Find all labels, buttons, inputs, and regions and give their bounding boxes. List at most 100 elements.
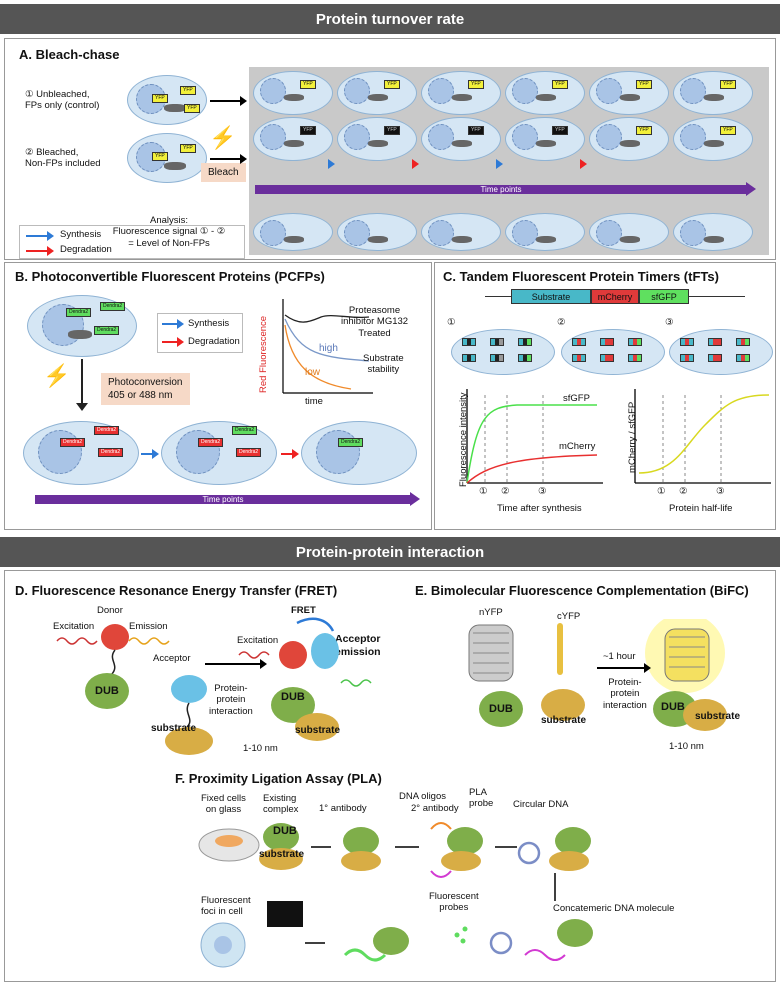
low-label: low bbox=[305, 367, 321, 378]
yfp-tag: YFP bbox=[720, 80, 736, 89]
excitation-wave bbox=[56, 637, 98, 645]
panel-c: C. Tandem Fluorescent Protein Timers (tF… bbox=[434, 262, 776, 530]
legend-synthesis: Synthesis bbox=[60, 229, 102, 240]
plot1-sfgfp-label: sfGFP bbox=[563, 393, 590, 404]
panel-a-title: A. Bleach-chase bbox=[19, 47, 120, 62]
nucleus bbox=[260, 220, 286, 246]
arrow bbox=[210, 96, 247, 106]
foci-label: Fluorescent foci in cell bbox=[201, 895, 251, 918]
tft-protein bbox=[708, 338, 722, 346]
time-points-bar: Time points bbox=[255, 182, 756, 196]
section-banner-interaction: Protein-protein interaction bbox=[0, 537, 780, 567]
plot1-ylabel-text: Fluorescence intensity bbox=[458, 392, 469, 487]
nucleus bbox=[176, 430, 220, 474]
protein-blob bbox=[536, 94, 556, 101]
tft-protein bbox=[628, 338, 642, 346]
nucleus bbox=[680, 220, 706, 246]
protein-blob bbox=[368, 94, 388, 101]
dendra2-tag: Dendra2 bbox=[60, 438, 86, 447]
cell-marker: ③ bbox=[665, 317, 674, 328]
secondary-antibody-label: 2° antibody bbox=[411, 803, 459, 814]
arrow bbox=[210, 154, 247, 164]
substrate2-label: substrate bbox=[695, 711, 741, 722]
protein-blob bbox=[620, 140, 640, 147]
emission-wave bbox=[340, 679, 372, 687]
complemented-yfp bbox=[664, 628, 710, 682]
bleach-label: Bleach bbox=[201, 163, 246, 182]
cell-marker: ② bbox=[557, 317, 566, 328]
time-point-cell: YFP bbox=[421, 117, 501, 161]
interaction-label: Protein- protein interaction bbox=[603, 677, 647, 711]
row2-label: ② Bleached, Non-FPs included bbox=[25, 147, 101, 170]
excitation-label: Excitation bbox=[53, 621, 95, 632]
cells-on-glass bbox=[215, 835, 243, 847]
time-points-label: Time points bbox=[480, 185, 522, 194]
protein-blob bbox=[164, 104, 186, 112]
decay-chart bbox=[282, 299, 373, 394]
time-point-cell: YFP bbox=[505, 117, 585, 161]
construct-mcherry: mCherry bbox=[591, 289, 639, 304]
circular-dna bbox=[517, 841, 541, 865]
protein-blob bbox=[368, 140, 388, 147]
time-point-cell bbox=[589, 213, 669, 251]
construct-substrate: Substrate bbox=[511, 289, 591, 304]
yfp-tag: YFP bbox=[152, 94, 168, 103]
tft-protein bbox=[736, 338, 750, 346]
circular-dna bbox=[489, 931, 513, 955]
fluorescent-probes-label: Fluorescent probes bbox=[429, 891, 479, 914]
tft-protein bbox=[462, 354, 476, 362]
dub-protein bbox=[373, 927, 409, 955]
tft-protein bbox=[572, 354, 586, 362]
protein-blob bbox=[452, 236, 472, 243]
dendra2-tag: Dendra2 bbox=[66, 308, 92, 317]
substrate-protein bbox=[341, 851, 381, 871]
tft-protein bbox=[490, 354, 504, 362]
down-arrow-head bbox=[76, 403, 88, 411]
yfp-tag: YFP bbox=[384, 126, 400, 135]
protein-blob bbox=[704, 94, 724, 101]
interaction-arrow bbox=[597, 663, 651, 673]
tft-protein bbox=[462, 338, 476, 346]
nyfp-label: nYFP bbox=[479, 607, 503, 618]
panel-d-title: D. Fluorescence Resonance Energy Transfe… bbox=[15, 583, 338, 598]
magenta-probe bbox=[430, 870, 452, 878]
dub-label: DUB bbox=[489, 703, 513, 715]
protein-blob bbox=[704, 236, 724, 243]
plot2-xlabel: Protein half-life bbox=[669, 503, 733, 514]
fret-label: FRET bbox=[291, 605, 316, 616]
linker bbox=[110, 649, 116, 676]
dub2-label: DUB bbox=[281, 691, 305, 703]
nucleus bbox=[680, 124, 706, 150]
high-stability-curve bbox=[284, 318, 370, 362]
mcherry-curve bbox=[466, 454, 598, 484]
degradation-arrow bbox=[26, 246, 54, 256]
panel-f-title: F. Proximity Ligation Assay (PLA) bbox=[175, 771, 382, 786]
tft-protein bbox=[680, 354, 694, 362]
time-point-cell: YFP bbox=[589, 71, 669, 115]
barrel-strands bbox=[473, 632, 509, 674]
dub-protein bbox=[447, 827, 483, 855]
donor-protein bbox=[101, 624, 129, 650]
plot2-tick-3: ③ bbox=[716, 486, 725, 497]
time-label: ~1 hour bbox=[603, 651, 636, 662]
legend-a: Synthesis Degradation bbox=[19, 225, 245, 259]
yfp-tag: YFP bbox=[300, 126, 316, 135]
acceptor-protein bbox=[171, 675, 207, 703]
proteasome-curve bbox=[284, 314, 370, 323]
fret-right-illustration bbox=[238, 617, 372, 741]
analysis-text: Analysis: Fluorescence signal ① - ② = Le… bbox=[112, 215, 226, 249]
ylabel-text: Red Fluorescence bbox=[258, 315, 269, 393]
dub-label: DUB bbox=[95, 685, 119, 697]
tft-protein bbox=[518, 354, 532, 362]
chart-xlabel: time bbox=[305, 396, 323, 407]
pla-illustration bbox=[198, 822, 593, 968]
protein-blob bbox=[536, 236, 556, 243]
nucleus bbox=[596, 220, 622, 246]
nucleus bbox=[344, 78, 370, 104]
nucleus bbox=[38, 430, 82, 474]
nucleus bbox=[260, 78, 286, 104]
time-point-cell: YFP bbox=[337, 71, 417, 115]
tft-protein bbox=[490, 338, 504, 346]
tft-protein bbox=[736, 354, 750, 362]
dna-oligos-label: DNA oligos bbox=[399, 791, 446, 802]
